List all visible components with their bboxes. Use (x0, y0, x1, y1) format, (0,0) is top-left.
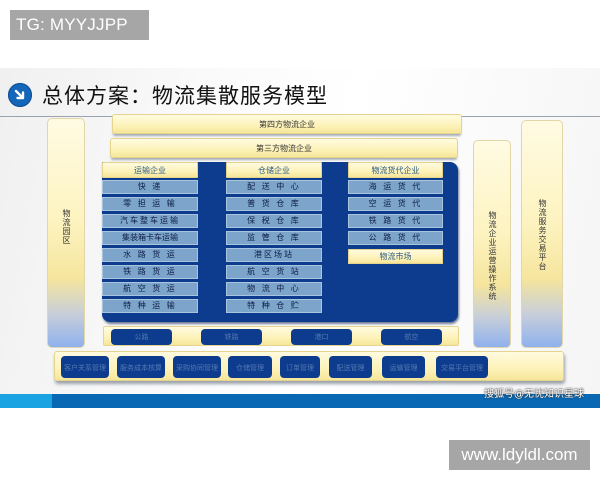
function-transport: 运输管理 (382, 356, 425, 378)
operation-system-label: 物流企业运营操作系统 (488, 211, 497, 301)
transport-mode-bar: 公路 铁路 港口 航空 (103, 326, 459, 346)
column-header-warehousing: 仓储企业 (226, 162, 322, 178)
footer-band-accent (0, 394, 52, 408)
column-header-transport: 运输企业 (102, 162, 198, 178)
mode-rail: 铁路 (201, 329, 262, 345)
mode-air: 航空 (381, 329, 442, 345)
watermark-url: www.ldyldl.com (449, 440, 590, 470)
logistics-market-box: 物流市场 (348, 249, 443, 264)
list-item: 普 货 仓 库 (226, 197, 322, 211)
slide: 总体方案：物流集散服务模型 物流园区 物流企业运营操作系统 物流服务交易平台 第… (0, 68, 600, 408)
fourth-party-logistics-bar: 第四方物流企业 (112, 114, 462, 134)
list-item: 快 递 (102, 180, 198, 194)
mode-road: 公路 (111, 329, 172, 345)
list-item: 水 路 货 运 (102, 248, 198, 262)
list-item: 铁 路 货 运 (102, 265, 198, 279)
function-cost-accounting: 服务成本核算 (117, 356, 165, 378)
list-item: 配 送 中 心 (226, 180, 322, 194)
list-item: 零 担 运 输 (102, 197, 198, 211)
list-item: 保 税 仓 库 (226, 214, 322, 228)
list-item: 汽车整车运输 (102, 214, 198, 228)
trade-platform-label: 物流服务交易平台 (538, 199, 547, 271)
list-item: 海 运 货 代 (348, 180, 443, 194)
function-distribution: 配送管理 (329, 356, 372, 378)
list-item: 港区场站 (226, 248, 322, 262)
function-order: 订单管理 (280, 356, 320, 378)
trade-platform-panel: 物流服务交易平台 (521, 120, 563, 348)
list-item: 特 种 运 输 (102, 299, 198, 313)
list-item: 航 空 货 运 (102, 282, 198, 296)
mode-port: 港口 (291, 329, 352, 345)
list-item: 监 管 仓 库 (226, 231, 322, 245)
list-item: 空 运 货 代 (348, 197, 443, 211)
list-item: 航 空 货 站 (226, 265, 322, 279)
page-title: 总体方案：物流集散服务模型 (42, 84, 328, 108)
watermark-tg: TG: MYYJJPP (10, 10, 149, 40)
list-item: 铁 路 货 代 (348, 214, 443, 228)
logistics-park-label: 物流园区 (62, 209, 71, 245)
list-item: 物 流 中 心 (226, 282, 322, 296)
third-party-logistics-bar: 第三方物流企业 (110, 138, 458, 158)
operation-system-panel: 物流企业运营操作系统 (473, 140, 511, 348)
column-header-freight-forwarding: 物流货代企业 (348, 162, 443, 178)
slide-title: 总体方案：物流集散服务模型 (8, 80, 328, 110)
function-procurement: 采购协同管理 (173, 356, 221, 378)
function-crm: 客户关系管理 (61, 356, 109, 378)
arrow-down-right-circle-icon (8, 83, 32, 107)
list-item: 特 种 仓 贮 (226, 299, 322, 313)
list-item: 公 路 货 代 (348, 231, 443, 245)
function-warehouse: 仓储管理 (228, 356, 272, 378)
list-item: 集装箱卡车运输 (102, 231, 198, 245)
footer-band (0, 394, 600, 408)
management-function-bar: 客户关系管理 服务成本核算 采购协同管理 仓储管理 订单管理 配送管理 运输管理… (54, 351, 564, 381)
source-credit: 搜狐号@无忧知识星球 (484, 389, 584, 400)
logistics-park-panel: 物流园区 (47, 118, 85, 348)
function-trading-platform: 交易平台管理 (436, 356, 488, 378)
